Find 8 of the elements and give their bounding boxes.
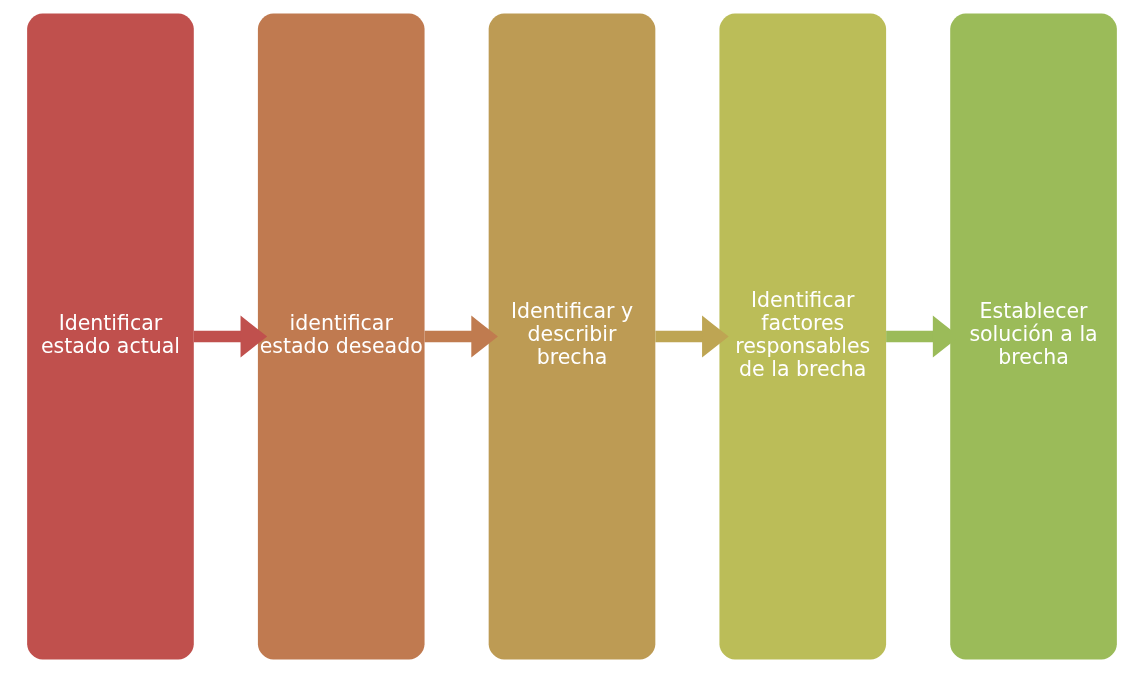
arrow (424, 315, 498, 358)
node-box: Establecer solución a la brecha (950, 13, 1117, 660)
node-box: Identificar estado actual (27, 13, 194, 660)
node-box: identificar estado deseado (257, 13, 425, 660)
node-box: Identificar y describir brecha (488, 13, 656, 660)
arrow (193, 315, 268, 358)
node-box: Identificar factores responsables de la brecha (719, 13, 887, 660)
arrow (655, 315, 729, 358)
